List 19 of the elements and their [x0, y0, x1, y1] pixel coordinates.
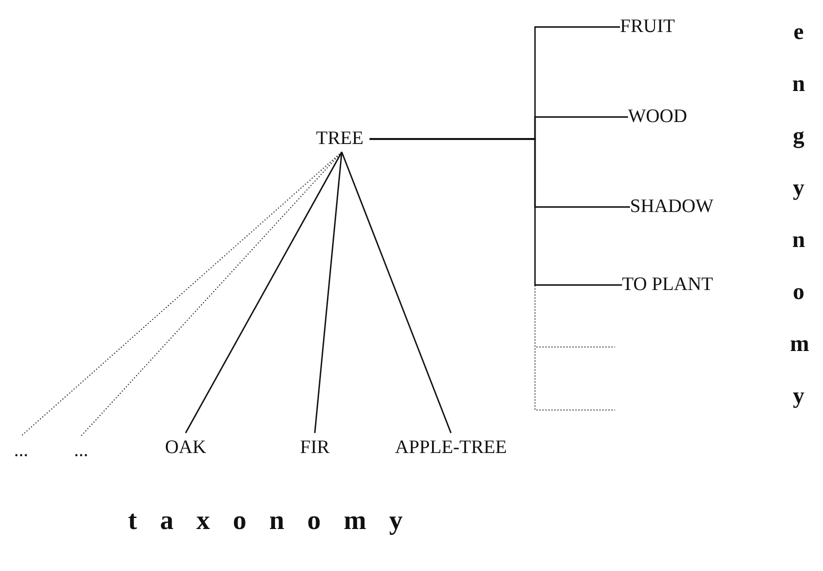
vertical-title: engynomy [790, 18, 808, 410]
node-label: APPLE-TREE [395, 437, 507, 459]
node-label: ... [74, 440, 88, 462]
connector-line [80, 152, 342, 436]
node-label: SHADOW [630, 196, 714, 218]
connector-line [341, 152, 452, 434]
node-label: FRUIT [620, 16, 675, 38]
connector-line [20, 152, 342, 436]
connector-line [369, 138, 616, 410]
connector-line [314, 152, 342, 434]
node-label: ... [14, 440, 28, 462]
node-label: OAK [165, 437, 206, 459]
connector-line [370, 138, 622, 286]
horizontal-title: taxonomy [128, 504, 426, 537]
node-label: TO PLANT [622, 274, 713, 296]
connector-line [184, 152, 342, 434]
node-label: TREE [316, 128, 364, 150]
node-label: WOOD [628, 106, 688, 128]
node-label: FIR [300, 437, 330, 459]
